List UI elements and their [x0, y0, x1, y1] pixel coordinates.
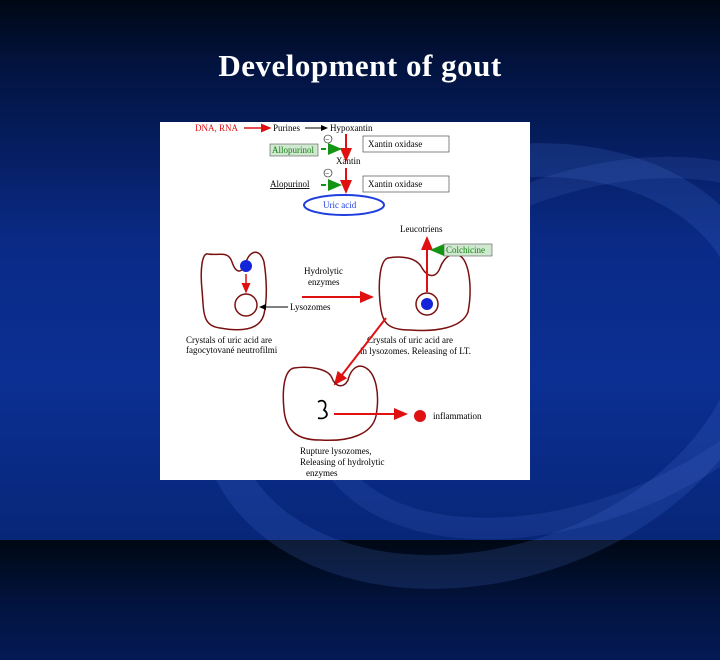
right-crystal-dot	[421, 298, 433, 310]
xantin-oxidase-label-2: Xantin oxidase	[368, 179, 422, 189]
arrow-right-to-bottom-cell	[333, 317, 387, 386]
colchicine-label: Colchicine	[446, 245, 485, 255]
right-neutrophil-cell	[378, 253, 471, 332]
purines-label: Purines	[273, 123, 300, 133]
bottom-cell-rupture	[282, 365, 379, 442]
crystals-left-line1: Crystals of uric acid are	[186, 335, 272, 345]
allopurinol-label-1: Allopurinol	[272, 145, 314, 155]
dna-rna-label: DNA, RNA	[195, 123, 239, 133]
gout-diagram: DNA, RNA Purines Hypoxantin – Allopurino…	[186, 123, 493, 478]
hydrolytic-label-line2: enzymes	[308, 277, 340, 287]
rupture-line1: Rupture lysozomes,	[300, 446, 372, 456]
uric-acid-label: Uric acid	[323, 200, 357, 210]
allopurinol-label-2: Alopurinol	[270, 179, 310, 189]
xantin-oxidase-box-1	[362, 135, 450, 153]
crystals-right-line2: in lysozomes. Releasing of LT.	[360, 346, 471, 356]
xantin-oxidase-label-1: Xantin oxidase	[368, 139, 422, 149]
colchicine-box	[443, 243, 493, 257]
inhibition-circle-2	[323, 168, 333, 178]
leucotriens-label: Leucotriens	[400, 224, 443, 234]
lysozomes-label: Lysozomes	[290, 302, 331, 312]
minus-sign-1: –	[325, 135, 330, 143]
rupture-line2: Releasing of hydrolytic	[300, 457, 384, 467]
inflammation-dot	[414, 410, 426, 422]
uric-acid-ellipse	[303, 194, 385, 216]
slide-title: Development of gout	[218, 48, 502, 83]
hypoxantin-label: Hypoxantin	[330, 123, 373, 133]
right-lysozome	[415, 292, 439, 316]
allopurinol-box-1	[269, 143, 319, 157]
rupture-line3: enzymes	[306, 468, 338, 478]
xantin-label: Xantin	[336, 156, 361, 166]
crystals-right-line1: Crystals of uric acid are	[367, 335, 453, 345]
left-crystal-dot	[240, 260, 252, 272]
ruptured-lysozome	[317, 399, 328, 420]
inflammation-label: inflammation	[433, 411, 482, 421]
left-lysozome	[234, 293, 258, 317]
hydrolytic-label-line1: Hydrolytic	[304, 266, 343, 276]
left-neutrophil-cell	[200, 251, 268, 331]
minus-sign-2: –	[325, 169, 330, 177]
gout-diagram-panel: DNA, RNA Purines Hypoxantin – Allopurino…	[160, 122, 530, 480]
xantin-oxidase-box-2	[362, 175, 450, 193]
crystals-left-line2: fagocytované neutrofilmi	[186, 345, 278, 355]
